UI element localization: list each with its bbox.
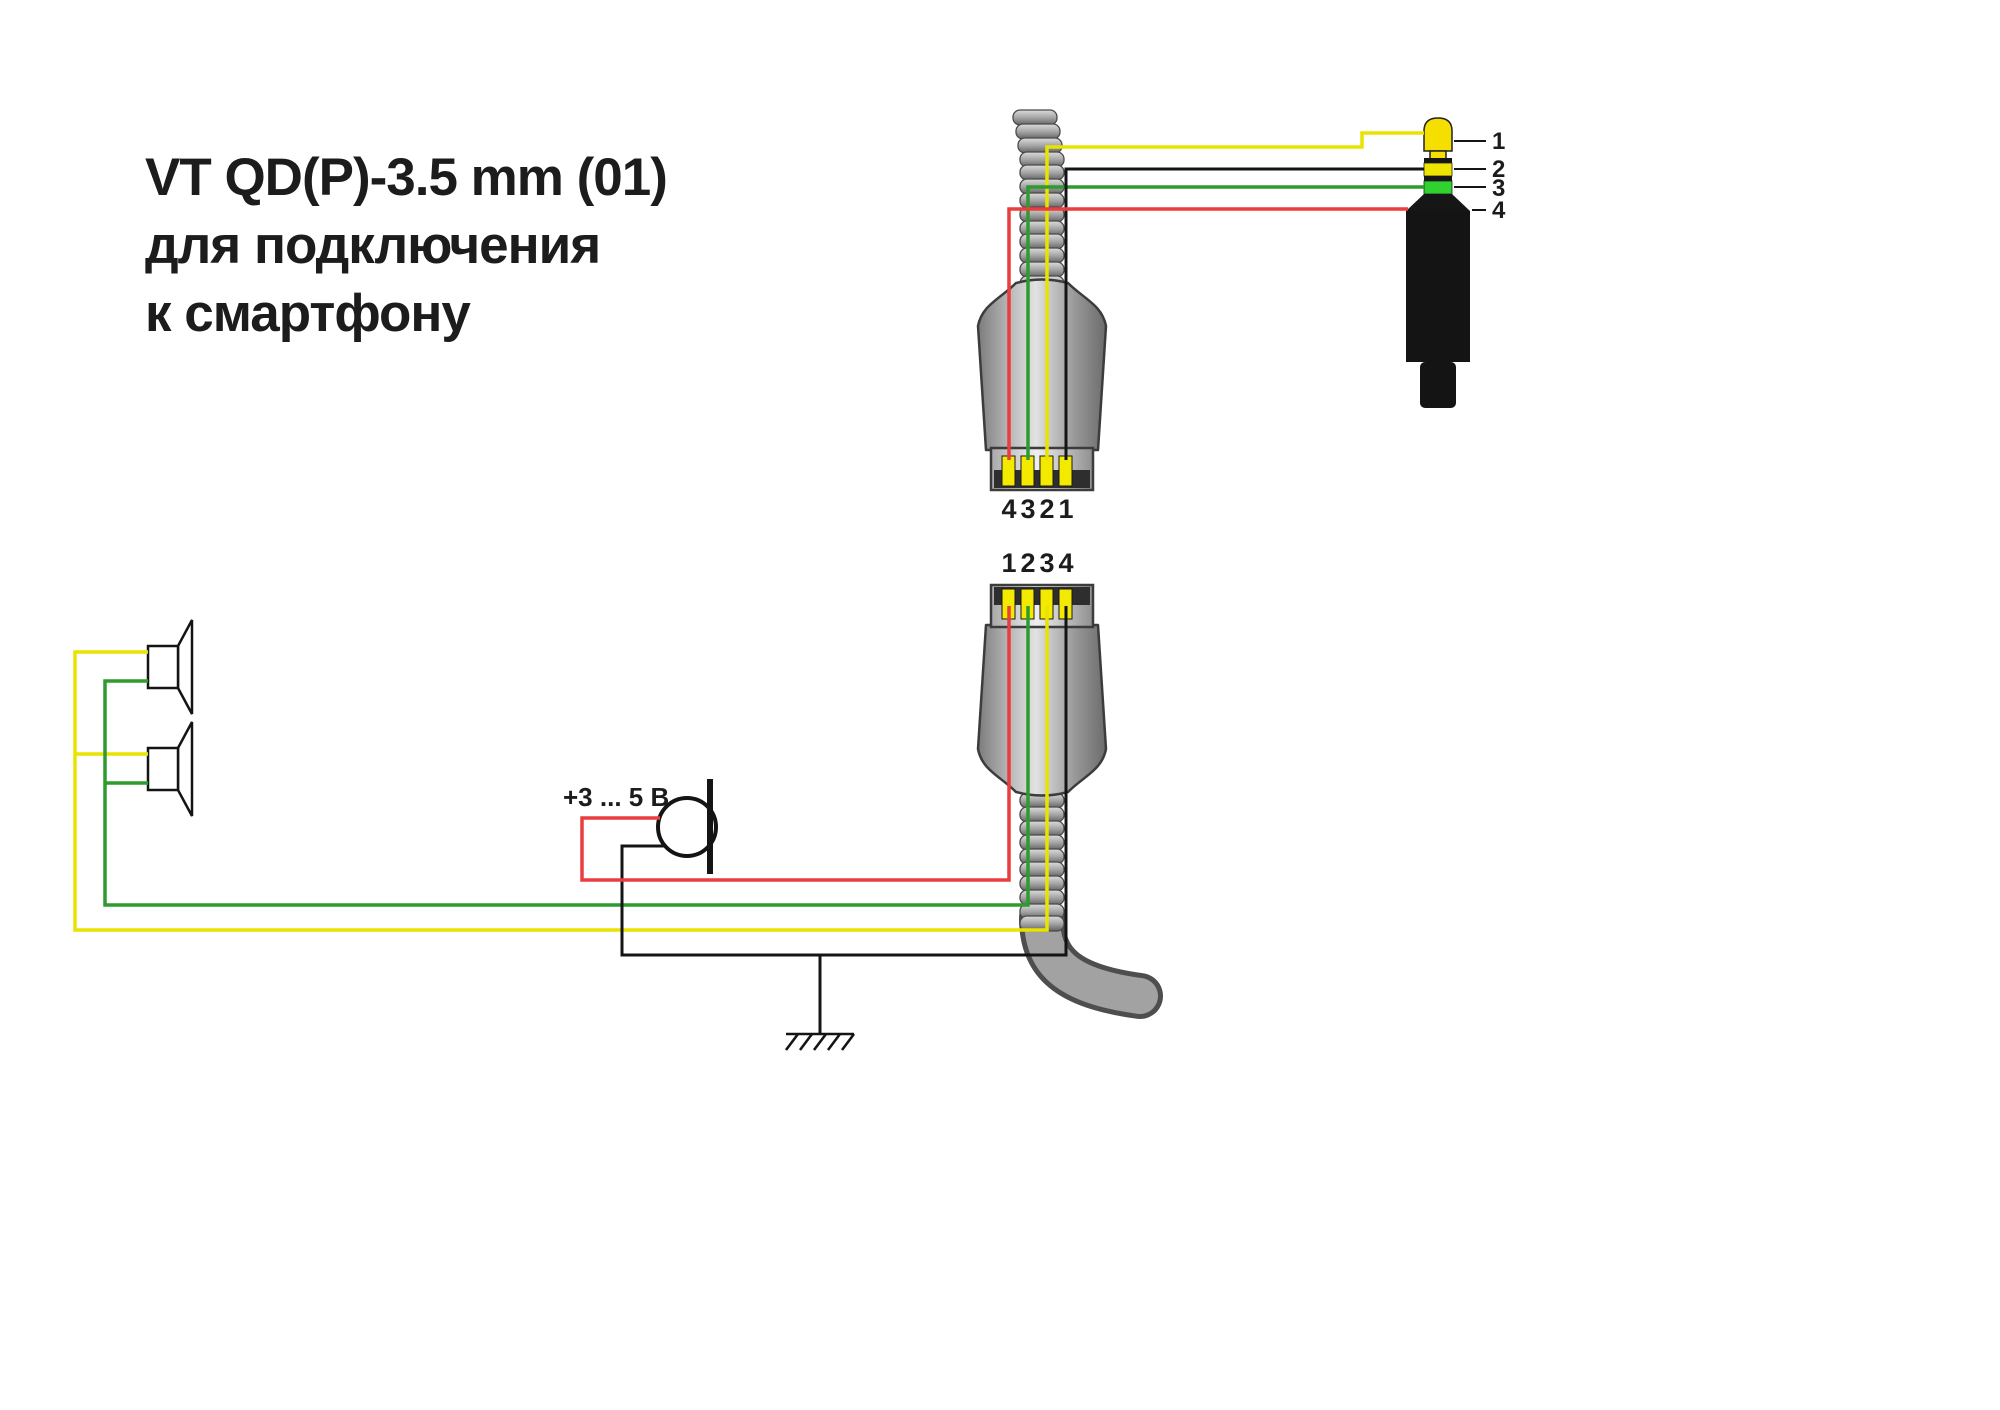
jack-tip: [1423, 117, 1453, 152]
wire-black-lower: [620, 606, 1068, 957]
upper-pin-label-d: 1: [1058, 494, 1073, 524]
upper-qd-connector: 4 3 2 1: [976, 109, 1108, 524]
page-title-line-1: VT QD(P)-3.5 mm (01): [145, 148, 667, 207]
jack-contact-band-3: [1423, 180, 1453, 195]
wire-yellow-upper: [1045, 131, 1424, 460]
wire-black: [620, 167, 1424, 1034]
wire-red-lower: [580, 606, 1011, 882]
ground-symbol: [784, 1032, 856, 1051]
wire-black-upper: [1064, 167, 1424, 460]
lower-pin-label-d: 4: [1058, 548, 1073, 578]
page-title-line-3: к смартфону: [145, 284, 471, 343]
wire-red-upper: [1007, 207, 1408, 460]
upper-pin-label-a: 4: [1001, 494, 1016, 524]
mic-voltage-label: +3 ... 5 В: [563, 782, 669, 812]
speaker-bottom: [146, 721, 194, 817]
jack-body-lower: [1420, 362, 1456, 408]
jack-contact-band-2: [1423, 162, 1453, 177]
mic-diaphragm: [707, 779, 713, 874]
jack-label-2: 2: [1492, 156, 1505, 183]
qd-body-upper: [976, 278, 1108, 452]
jack-body: [1406, 211, 1470, 362]
wire-red: [580, 207, 1408, 882]
lower-pin-labels: 1 2 3 4: [1001, 548, 1073, 578]
speaker-top-body: [146, 644, 180, 690]
lower-pin-label-c: 3: [1039, 548, 1054, 578]
wire-green-upper: [1026, 185, 1424, 460]
upper-pin-label-b: 3: [1020, 494, 1035, 524]
jack-plug: 1 2 3 4: [1406, 117, 1506, 408]
page-title-line-2: для подключения: [145, 216, 600, 275]
microphone: +3 ... 5 В: [563, 779, 718, 874]
speaker-top-horn: [176, 619, 194, 715]
jack-separator-1: [1424, 158, 1452, 163]
wire-yellow-lower: [73, 606, 1049, 932]
wire-yellow: [73, 131, 1424, 932]
qd-body-lower: [976, 623, 1108, 797]
jack-collar: [1406, 194, 1470, 211]
wire-green-lower: [103, 606, 1030, 907]
jack-label-3: 3: [1492, 175, 1505, 202]
jack-leader-lines: [1454, 140, 1486, 211]
jack-separator-2: [1424, 176, 1452, 181]
jack-contact-labels: 1 2 3 4: [1492, 128, 1506, 224]
jack-label-1: 1: [1492, 128, 1505, 155]
qd-cable-upper: [1012, 109, 1065, 304]
lower-pin-label-b: 2: [1020, 548, 1035, 578]
lower-pin-label-a: 1: [1001, 548, 1016, 578]
speaker-top: [146, 619, 194, 715]
mic-capsule: [656, 796, 718, 858]
upper-pin-labels: 4 3 2 1: [1001, 494, 1073, 524]
speaker-bottom-body: [146, 746, 180, 792]
speaker-bottom-horn: [176, 721, 194, 817]
page-title: VT QD(P)-3.5 mm (01) для подключения к с…: [145, 148, 668, 343]
qd-pins-upper: [1001, 455, 1073, 487]
jack-label-4: 4: [1492, 197, 1506, 224]
qd-cable-tail-inner: [1024, 900, 1158, 1014]
upper-pin-label-c: 2: [1039, 494, 1054, 524]
wire-green: [103, 185, 1424, 907]
